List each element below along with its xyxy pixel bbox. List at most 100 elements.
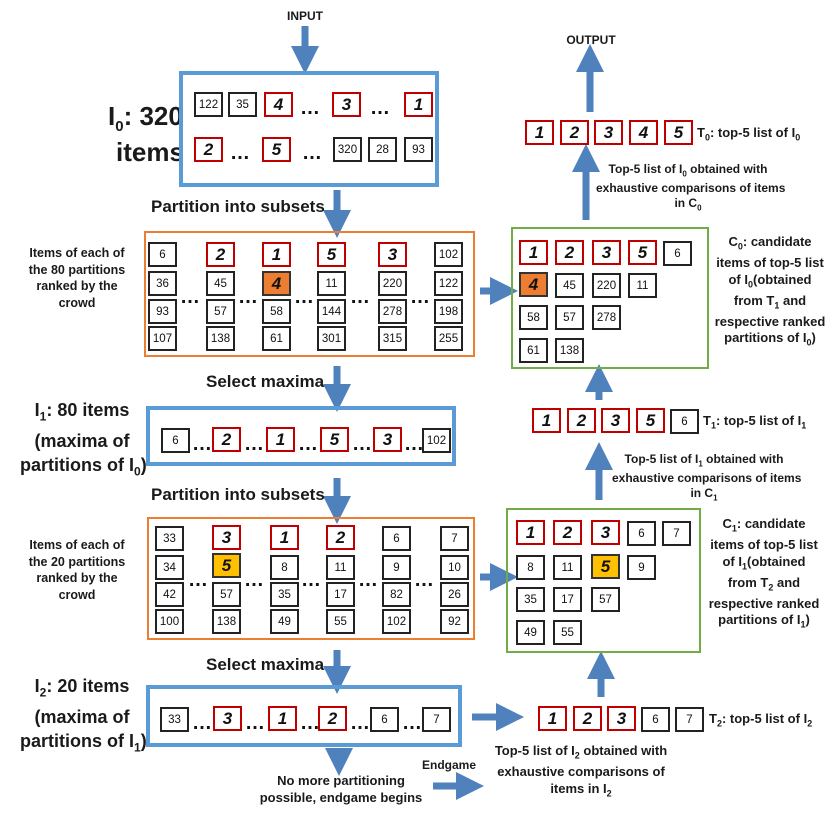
i0-cell-top: 4 — [264, 92, 293, 117]
i1-cell-top: 3 — [373, 427, 402, 452]
partition-cell: 42 — [155, 582, 184, 607]
t1-label: T1: top-5 list of I1 — [703, 413, 807, 431]
t2-cell-top: 3 — [607, 706, 636, 731]
t0-cell-top: 1 — [525, 120, 554, 145]
ellipsis: … — [244, 433, 264, 455]
partition-cell: 144 — [317, 299, 346, 324]
partition-cell: 102 — [382, 609, 411, 634]
ellipsis: … — [230, 142, 250, 164]
partition-cell: 33 — [155, 526, 184, 551]
ellipsis: … — [192, 712, 212, 734]
ellipsis: … — [352, 433, 372, 455]
i0-title: I0: 320 — [108, 101, 183, 136]
t0-cell-top: 4 — [629, 120, 658, 145]
c0-cell: 58 — [519, 305, 548, 330]
c0-cell: 220 — [592, 273, 621, 298]
c1-caption: C1: candidate items of top-5 list of I1(… — [708, 516, 820, 630]
i0-cell: 35 — [228, 92, 257, 117]
i2-cell-top: 3 — [213, 706, 242, 731]
partition-cell: 8 — [270, 555, 299, 580]
t2-cell: 6 — [641, 707, 670, 732]
partition-label-2: Partition into subsets — [151, 485, 325, 504]
partition-cell: 11 — [317, 271, 346, 296]
partition-cell: 315 — [378, 326, 407, 351]
ellipsis: … — [402, 712, 422, 734]
c0-cell: 45 — [555, 273, 584, 298]
ellipsis: … — [180, 286, 200, 308]
i0-cell-top: 2 — [194, 137, 223, 162]
c1-cell-top: 1 — [516, 520, 545, 545]
partition-cell: 26 — [440, 582, 469, 607]
ellipsis: … — [414, 569, 434, 591]
t2-cell: 7 — [675, 707, 704, 732]
c0-cell-top: 2 — [555, 240, 584, 265]
partition-cell: 6 — [148, 242, 177, 267]
partition-cell: 301 — [317, 326, 346, 351]
c0-cell-top: 3 — [592, 240, 621, 265]
partitions20-box — [147, 517, 475, 640]
i0-cell: 93 — [404, 137, 433, 162]
i0-cell: 122 — [194, 92, 223, 117]
ellipsis: … — [300, 712, 320, 734]
i1-cell: 102 — [422, 428, 451, 453]
input-label: INPUT — [287, 9, 323, 23]
c1-cell-top: 2 — [553, 520, 582, 545]
ellipsis: … — [188, 569, 208, 591]
endgame-label: Endgame — [422, 758, 477, 772]
partition-cell-max: 2 — [326, 525, 355, 550]
partition-cell: 93 — [148, 299, 177, 324]
partition-cell: 107 — [148, 326, 177, 351]
i0-cell: 320 — [333, 137, 362, 162]
i1-cell-top: 5 — [320, 427, 349, 452]
output-label: OUTPUT — [566, 33, 616, 47]
ellipsis: … — [298, 433, 318, 455]
partition-cell: 102 — [434, 242, 463, 267]
ellipsis: … — [350, 712, 370, 734]
i1-title: I1: 80 items (maxima of partitions of I0… — [20, 400, 147, 479]
partitions80-caption: Items of each of the 80 partitions ranke… — [28, 246, 126, 310]
c1-cell: 7 — [662, 521, 691, 546]
top5-i1-caption: Top-5 list of I1 obtained with exhaustiv… — [612, 452, 802, 503]
t0-cell-top: 2 — [560, 120, 589, 145]
i1-cell-top: 2 — [212, 427, 241, 452]
partition-cell: 17 — [326, 582, 355, 607]
t0-label: T0: top-5 list of I0 — [697, 125, 801, 143]
partition-cell: 57 — [206, 299, 235, 324]
partition-cell: 57 — [212, 582, 241, 607]
c1-cell-highlight: 5 — [591, 554, 620, 579]
t1-cell-top: 2 — [567, 408, 596, 433]
c1-cell: 57 — [591, 587, 620, 612]
ellipsis: … — [404, 433, 424, 455]
c1-cell: 49 — [516, 620, 545, 645]
partition-cell: 278 — [378, 299, 407, 324]
t1-cell-top: 3 — [601, 408, 630, 433]
partition-cell: 100 — [155, 609, 184, 634]
i2-title: I2: 20 items (maxima of partitions of I1… — [20, 676, 147, 755]
partition-cell-max: 1 — [270, 525, 299, 550]
i0-cell-top: 5 — [262, 137, 291, 162]
i1-cell: 6 — [161, 428, 190, 453]
ellipsis: … — [410, 286, 430, 308]
partition-cell: 58 — [262, 299, 291, 324]
c1-cell: 17 — [553, 587, 582, 612]
c1-cell: 9 — [627, 555, 656, 580]
partition-cell: 55 — [326, 609, 355, 634]
t2-cell-top: 1 — [538, 706, 567, 731]
ellipsis: … — [244, 569, 264, 591]
ellipsis: … — [192, 433, 212, 455]
partition-cell: 198 — [434, 299, 463, 324]
ellipsis: … — [238, 286, 258, 308]
partitions20-caption: Items of each of the 20 partitions ranke… — [28, 538, 126, 602]
i1-box — [146, 406, 456, 466]
i0-cell: 28 — [368, 137, 397, 162]
c1-cell: 55 — [553, 620, 582, 645]
ellipsis: … — [358, 569, 378, 591]
c1-cell: 11 — [553, 555, 582, 580]
partition-cell: 138 — [206, 326, 235, 351]
select-maxima-label-1: Select maxima — [206, 372, 325, 391]
t0-cell-top: 5 — [664, 120, 693, 145]
t2-cell-top: 2 — [573, 706, 602, 731]
partition-label-1: Partition into subsets — [151, 197, 325, 216]
partition-cell: 10 — [440, 555, 469, 580]
